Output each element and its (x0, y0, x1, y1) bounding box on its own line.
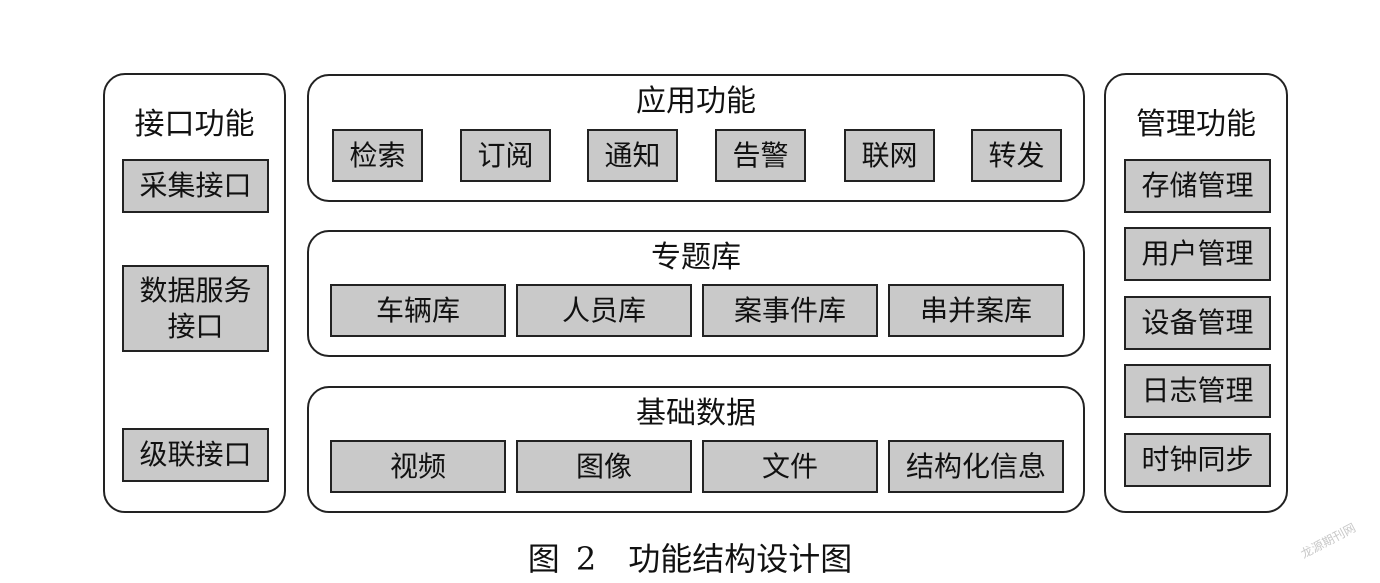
video-box: 视频 (330, 440, 506, 493)
serial-case-library-box: 串并案库 (888, 284, 1064, 337)
notify-box: 通知 (587, 129, 678, 182)
application-functions-panel: 应用功能 检索 订阅 通知 告警 联网 转发 (307, 74, 1085, 202)
collection-interface-box: 采集接口 (122, 159, 269, 213)
personnel-library-box: 人员库 (516, 284, 692, 337)
alarm-box: 告警 (715, 129, 806, 182)
basic-data-title: 基础数据 (636, 396, 756, 431)
storage-management-box: 存储管理 (1124, 159, 1271, 213)
device-management-box: 设备管理 (1124, 296, 1271, 350)
interface-functions-title: 接口功能 (134, 107, 255, 142)
interface-functions-panel: 接口功能 采集接口 数据服务 接口 级联接口 (103, 73, 286, 513)
subscribe-box: 订阅 (460, 129, 551, 182)
figure-caption: 图 2 功能结构设计图 (527, 540, 853, 578)
clock-sync-box: 时钟同步 (1124, 433, 1271, 487)
image-box: 图像 (516, 440, 692, 493)
management-functions-panel: 管理功能 存储管理 用户管理 设备管理 日志管理 时钟同步 (1104, 73, 1288, 513)
vehicle-library-box: 车辆库 (330, 284, 506, 337)
user-management-box: 用户管理 (1124, 227, 1271, 281)
forward-box: 转发 (971, 129, 1062, 182)
management-functions-title: 管理功能 (1136, 107, 1256, 142)
structured-info-box: 结构化信息 (888, 440, 1064, 493)
topic-library-title: 专题库 (651, 240, 741, 275)
search-box: 检索 (332, 129, 423, 182)
basic-data-panel: 基础数据 视频 图像 文件 结构化信息 (307, 386, 1085, 513)
networking-box: 联网 (844, 129, 935, 182)
topic-library-panel: 专题库 车辆库 人员库 案事件库 串并案库 (307, 230, 1085, 357)
application-functions-title: 应用功能 (636, 84, 756, 119)
cascade-interface-box: 级联接口 (122, 428, 269, 482)
case-event-library-box: 案事件库 (702, 284, 878, 337)
log-management-box: 日志管理 (1124, 364, 1271, 418)
data-service-interface-box: 数据服务 接口 (122, 265, 269, 352)
file-box: 文件 (702, 440, 878, 493)
